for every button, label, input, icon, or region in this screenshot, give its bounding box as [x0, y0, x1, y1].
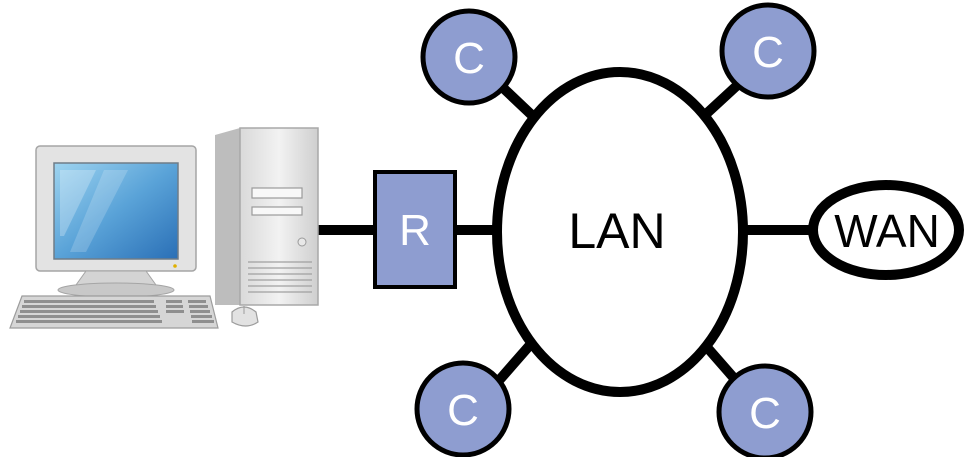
client-node: C	[414, 360, 512, 457]
client-label: C	[447, 386, 479, 435]
tower-case-icon	[215, 127, 319, 306]
router-label: R	[399, 206, 431, 255]
monitor-icon	[35, 145, 197, 298]
client-node: C	[420, 8, 518, 106]
client-node: C	[716, 363, 814, 457]
client-label: C	[453, 34, 485, 83]
lan-label: LAN	[568, 203, 665, 259]
desktop-computer-icon	[9, 127, 319, 329]
wan-node: WAN	[808, 180, 964, 280]
keyboard-icon	[9, 295, 219, 329]
client-node: C	[719, 2, 817, 100]
wan-label: WAN	[834, 205, 940, 257]
link-lan-client-bottom-left	[491, 341, 534, 389]
mouse-icon	[231, 306, 259, 327]
client-label: C	[752, 28, 784, 77]
client-label: C	[749, 389, 781, 438]
lan-node: LAN	[492, 67, 748, 397]
router-node: R	[373, 170, 457, 289]
